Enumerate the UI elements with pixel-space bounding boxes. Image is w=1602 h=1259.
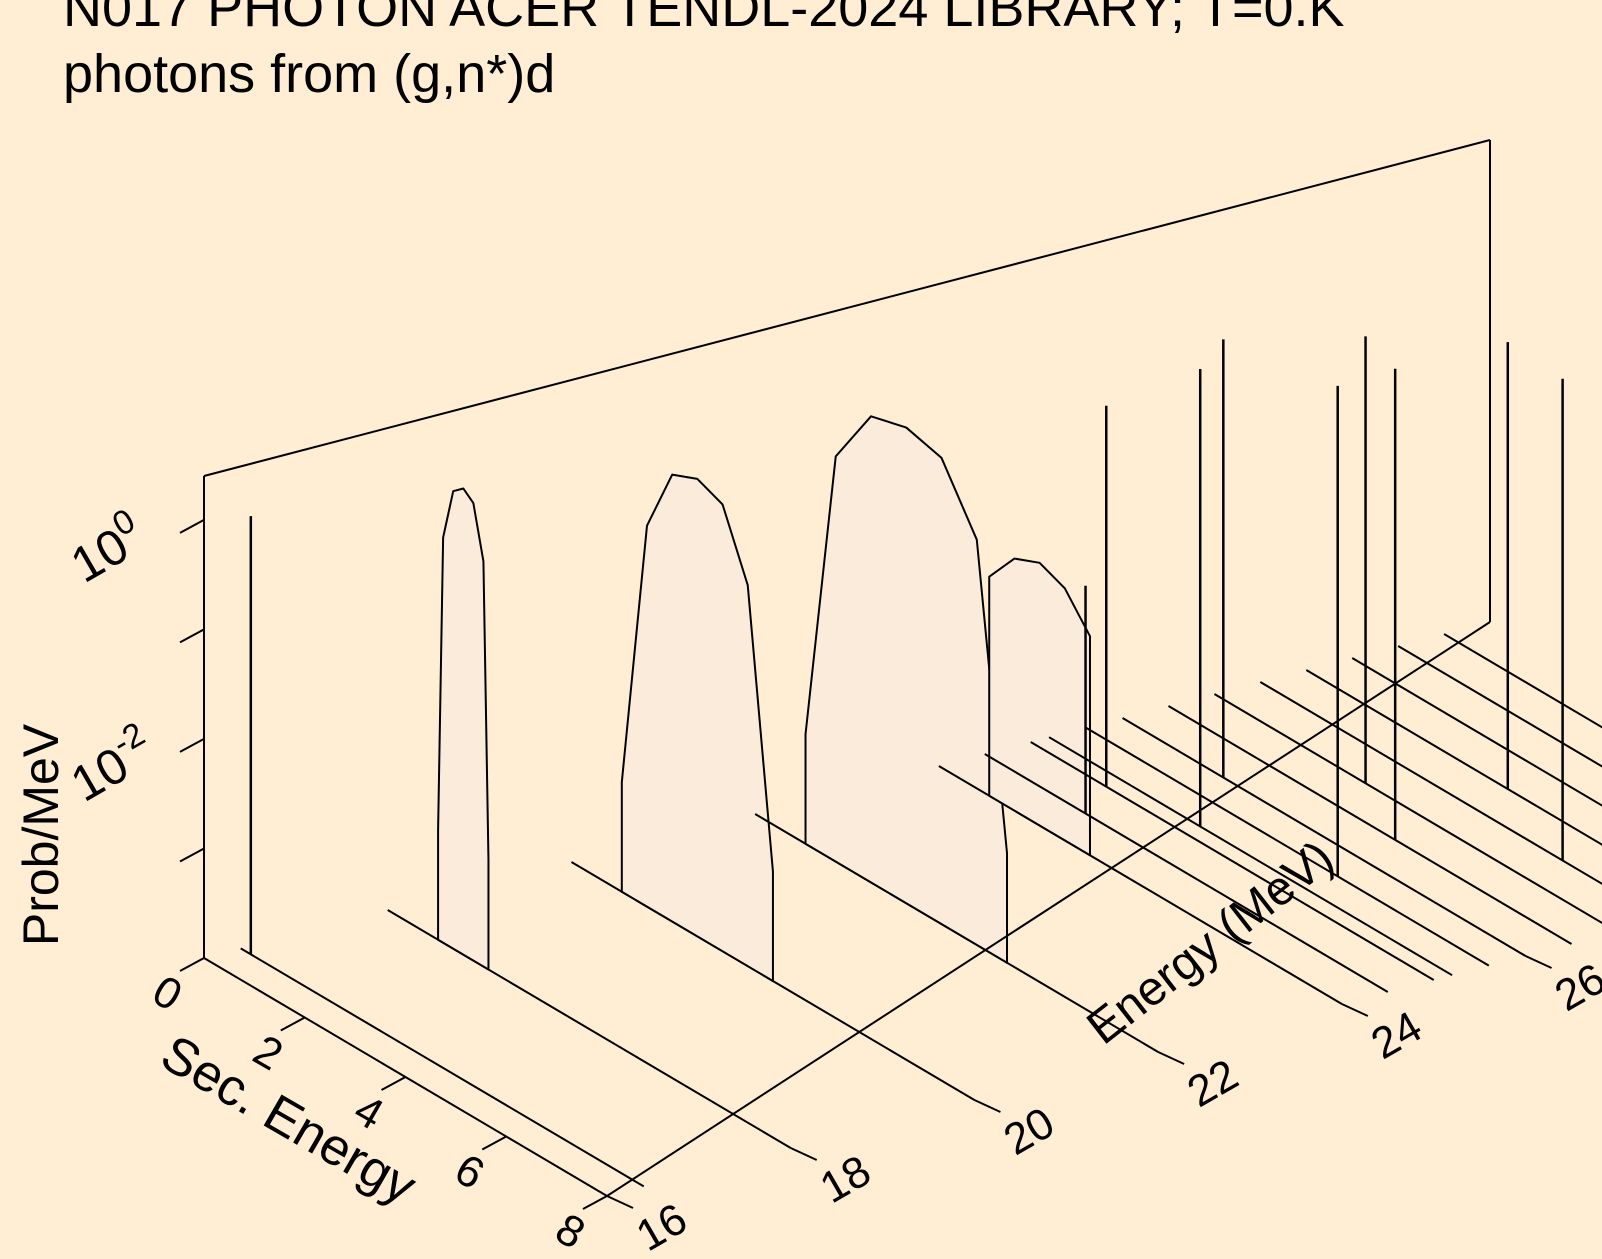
x-tick-mark	[582, 1195, 608, 1210]
spectrum-16.4	[240, 516, 645, 1188]
spectrum-24.5	[984, 585, 1389, 993]
spectrum-baseline	[1305, 669, 1602, 846]
spectrum-29.5	[1443, 633, 1602, 729]
spectrum-28	[1305, 342, 1602, 846]
spectrum-baseline	[1213, 693, 1602, 925]
spectrum-27.5	[1259, 378, 1602, 885]
y-tick-mark	[974, 1099, 1001, 1113]
y-tick-label: 22	[1179, 1050, 1246, 1117]
z-tick-label: 100	[58, 502, 154, 594]
spectrum-26	[1122, 339, 1527, 957]
spectrum-26.5	[1167, 368, 1573, 945]
continuum-curve	[804, 415, 1009, 964]
x-tick-mark	[179, 957, 205, 972]
spectrum-baseline	[1443, 633, 1602, 729]
spectrum-baseline	[1048, 736, 1453, 977]
x-tick-mark	[481, 1135, 507, 1151]
spectrum-baseline	[1167, 705, 1573, 945]
x-axis-label: Sec. Energy	[151, 1024, 425, 1216]
spectrum-25.2	[1048, 368, 1453, 977]
continuum-curve	[620, 473, 774, 982]
y-tick-mark	[790, 1147, 818, 1161]
spectrum-22	[754, 415, 1159, 1053]
z-minor-tick	[179, 628, 205, 644]
spectrum-baseline	[1122, 717, 1527, 957]
spectrum-25.6	[1085, 385, 1490, 967]
z-tick-mark	[179, 738, 205, 753]
y-tick-label: 18	[812, 1146, 879, 1213]
y-tick-mark	[1157, 1051, 1185, 1065]
plot-box	[203, 139, 1491, 958]
spectrum-baseline	[1085, 726, 1490, 967]
x-tick-mark	[280, 1016, 306, 1032]
y-tick-label: 24	[1363, 1002, 1430, 1069]
x-tick-label: 6	[447, 1145, 493, 1200]
spectrum-baseline	[1397, 645, 1602, 768]
spectrum-27	[1213, 336, 1602, 925]
z-minor-tick	[179, 847, 205, 863]
continuum-curve	[437, 487, 490, 971]
continuum-curve	[988, 557, 1091, 857]
z-tick-label: 10-2	[58, 715, 164, 812]
spectrum-baseline	[240, 947, 645, 1188]
spectrum-25	[1030, 405, 1435, 981]
x-tick-mark	[381, 1076, 406, 1091]
y-tick-label: 16	[628, 1194, 695, 1259]
y-tick-label: 20	[996, 1098, 1063, 1165]
y-tick-mark	[606, 1195, 634, 1209]
energy-axis	[606, 621, 1491, 1197]
x-tick-label: 8	[547, 1204, 593, 1259]
z-axis-label: Prob/MeV	[13, 723, 69, 946]
spectrum-baseline	[1030, 741, 1435, 981]
spectrum-20	[570, 473, 975, 1101]
y-tick-mark	[1341, 1003, 1369, 1017]
spectrum-28.5	[1351, 657, 1602, 807]
spectrum-24	[938, 557, 1343, 1005]
data-traces	[240, 336, 1602, 1188]
y-tick-label: 26	[1547, 954, 1602, 1021]
chart-title-line-1: N017 PHOTON ACER TENDL-2024 LIBRARY; T=0…	[63, 0, 1345, 38]
spectrum-29	[1397, 645, 1602, 768]
spectrum-baseline	[984, 753, 1389, 993]
y-tick-mark	[1525, 955, 1552, 969]
spectrum-baseline	[1351, 657, 1602, 807]
z-tick-mark	[179, 518, 205, 534]
chart-title-line-2: photons from (g,n*)d	[63, 44, 555, 104]
x-tick-label: 0	[144, 966, 190, 1021]
spectrum-18	[387, 487, 792, 1149]
back-wall-top-edge	[203, 139, 1491, 477]
spectrum-baseline	[1259, 681, 1602, 885]
